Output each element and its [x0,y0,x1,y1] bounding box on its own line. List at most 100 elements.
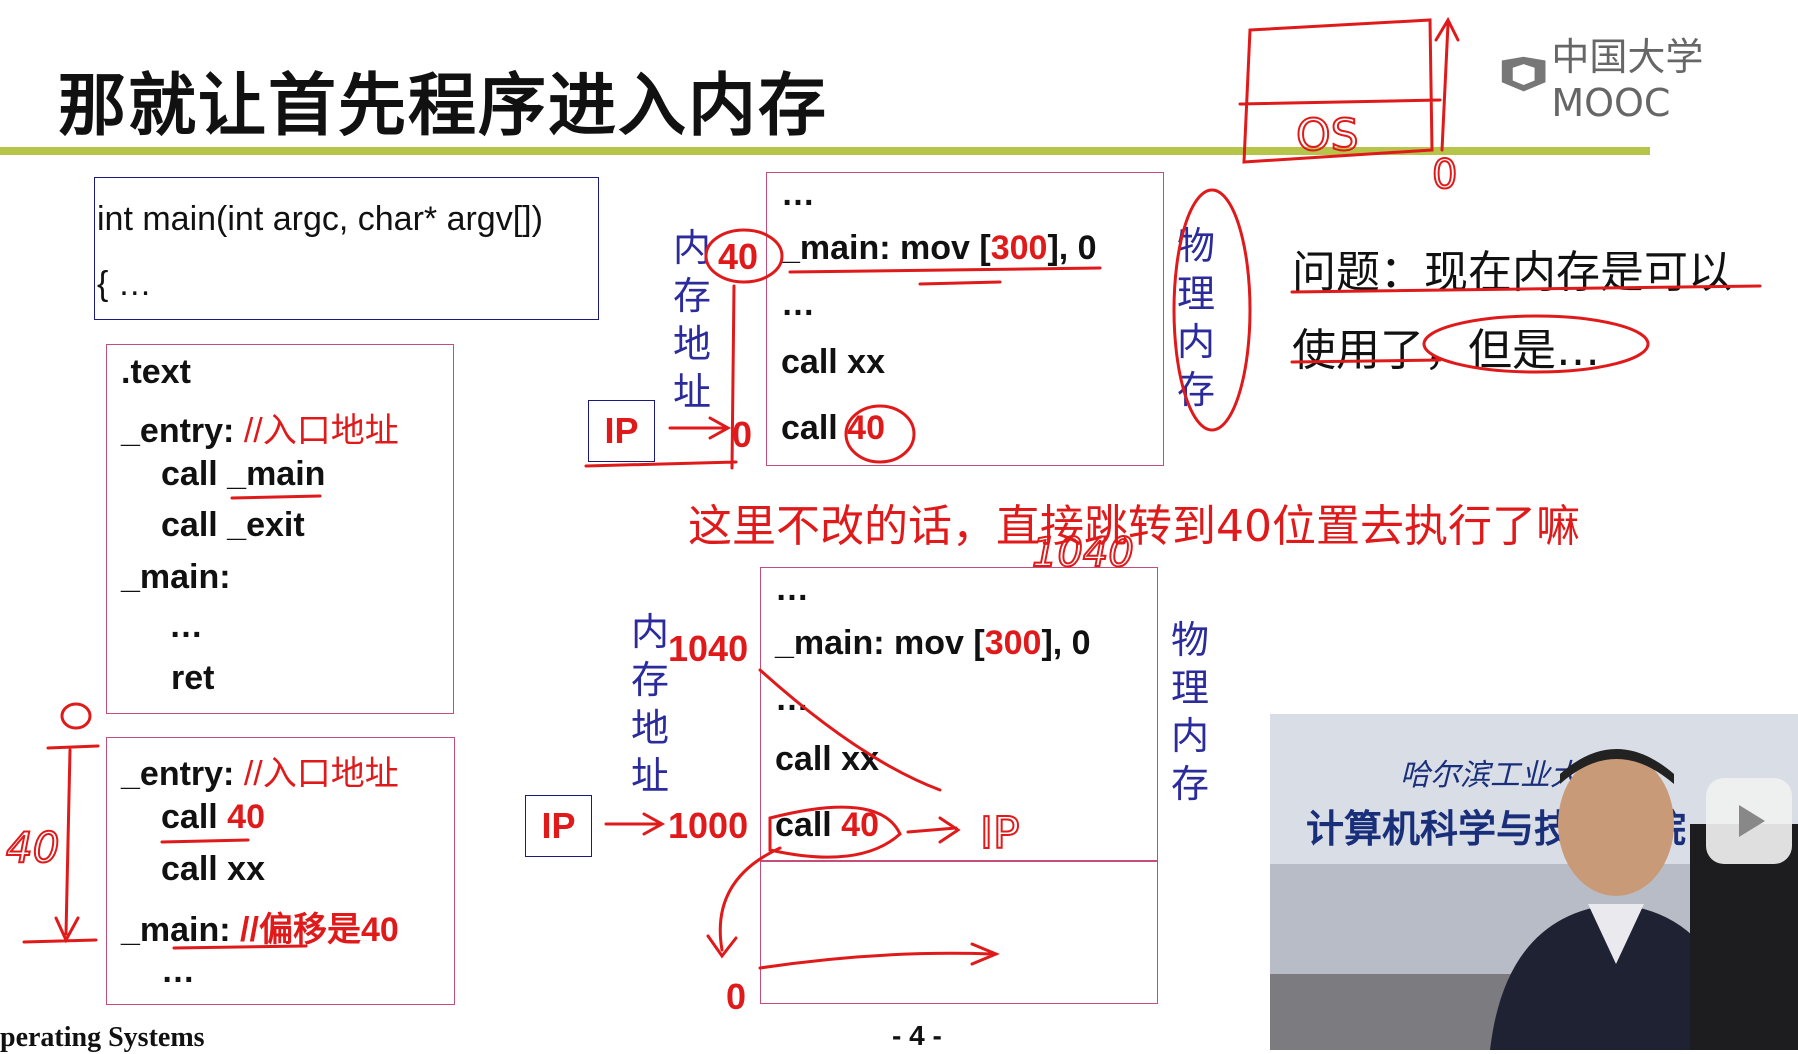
mem-top-call-xx: call xx [781,343,885,381]
ink-measure-40 [22,744,100,944]
mem-bottom-addr-1000: 1000 [668,805,749,846]
mem-bottom-call-prefix: call [775,806,842,844]
asm-bottom-main: _main: //偏移是40 [121,902,399,951]
mem-bottom-side-right-2: 内 [1170,714,1209,758]
mem-bottom-side-right-3: 存 [1170,762,1209,806]
mem-top-main-line: _main: mov [300], 0 [781,229,1097,268]
ink-zero-left-circle [60,702,92,730]
asm-bottom-entry: _entry: //入口地址 [121,746,399,795]
ink-zero-left: 0 [60,725,61,727]
ink-arrow-zero [758,942,1000,970]
mem-top-dots-2: … [781,285,815,323]
asm-top-entry: _entry: //入口地址 [121,403,399,452]
asm-top-entry-label: _entry: [121,412,244,450]
mem-bottom-main-addr: 300 [984,624,1042,662]
ink-curve-1040 [758,668,942,792]
asm-bottom-call-value: 40 [227,798,265,836]
lecturer-video: 哈尔滨工业大 计算机科学与技术学院 [1270,714,1798,1050]
asm-bottom-call-xx: call xx [161,850,265,888]
ink-underline-main [788,266,1102,286]
ip-box-bottom: IP [525,795,592,857]
mem-bottom-side-left-0: 内 [630,610,669,654]
play-icon [1739,805,1765,837]
mem-bottom-divider [761,860,1157,862]
mem-top-side-left-2: 地 [672,322,711,366]
asm-top-main-label: _main: [121,558,231,596]
mem-bottom-side-right-0: 物 [1170,618,1209,662]
ink-forty-left: 40 [6,823,59,872]
mem-bottom-side-left-3: 址 [630,754,669,798]
memory-box-bottom: … _main: mov [300], 0 … call xx call 40 [760,567,1158,1004]
ink-underline-call-main [230,494,322,500]
handwritten-note: 这里不改的话，直接跳转到40位置去执行了嘛 [688,501,1580,552]
mem-bottom-main-suffix: ], 0 [1041,624,1091,662]
ip-box-top: IP [588,400,655,462]
mem-top-side-left-0: 内 [672,226,711,270]
mem-top-call-40: call 40 [781,409,885,448]
footer-course-name: perating Systems [0,1022,205,1053]
slide-title: 那就让首先程序进入内存 [58,67,829,146]
play-button[interactable] [1706,778,1792,864]
asm-box-top: .text _entry: //入口地址 call _main call _ex… [106,344,454,714]
title-divider [0,147,1650,155]
ink-curve-down [706,846,782,959]
mem-bottom-side-left-1: 存 [630,658,669,702]
ink-hand-ip: IP [980,808,1020,859]
mem-top-addr-40: 40 [718,236,759,277]
mem-top-addr-0: 0 [732,414,753,455]
asm-bottom-entry-label: _entry: [121,755,244,793]
ink-circle-call40 [844,404,916,464]
ink-underline-call40-left [160,838,308,950]
mem-top-side-right-2: 内 [1176,320,1215,364]
ink-bracket-left [584,284,738,470]
mem-top-main-prefix: _main: mov [ [781,229,991,267]
ink-hand-1040: 1040 [1032,530,1134,576]
ink-circle-40 [704,228,784,284]
lecturer-figure [1270,749,1798,1050]
mem-top-side-left-3: 址 [672,370,711,414]
asm-top-call-main: call _main [161,455,326,493]
mem-top-main-suffix: ], 0 [1047,229,1097,267]
asm-bottom-call-prefix: call [161,798,228,836]
mem-bottom-addr-0: 0 [726,976,747,1017]
c-code-box: int main(int argc, char* argv[]) { … [94,177,599,320]
ink-circle-side [1172,188,1252,432]
mem-top-dots-1: … [781,175,815,213]
asm-bottom-call-40: call 40 [161,798,265,837]
asm-top-call-exit: call _exit [161,506,305,544]
asm-box-bottom: _entry: //入口地址 call 40 call xx _main: //… [106,737,455,1005]
ink-os-box [1238,18,1442,164]
video-banner-top: 哈尔滨工业大 [1400,758,1580,793]
mem-bottom-call-xx: call xx [775,740,879,778]
ink-underline-question [1290,284,1762,364]
footer-page-number: - 4 - [892,1020,942,1051]
mem-bottom-dots-1: … [775,570,809,608]
mem-top-side-right-1: 理 [1176,272,1215,316]
ink-circle-question [1422,314,1650,374]
c-code-line-1: int main(int argc, char* argv[]) [97,200,543,238]
ink-zero-top: 0 [1432,152,1457,198]
asm-top-ellipsis: … [169,607,203,645]
mem-top-call-prefix: call [781,409,848,447]
mem-bottom-main-line: _main: mov [300], 0 [775,624,1091,663]
mem-bottom-main-prefix: _main: mov [ [775,624,985,662]
mem-top-main-addr: 300 [990,229,1048,267]
ink-arrow-ip-bottom-box [604,812,666,836]
ink-os-arrow [1434,16,1460,152]
mem-bottom-addr-1040: 1040 [668,628,749,669]
mem-bottom-side-right: 物 理 内 存 [1170,616,1210,808]
mem-bottom-side-right-1: 理 [1170,666,1209,710]
memory-box-top: … _main: mov [300], 0 … call xx call 40 [766,172,1164,466]
asm-bottom-main-label: _main: [121,911,241,949]
asm-top-ret: ret [171,659,215,697]
mooc-logo-text: 中国大学MOOC [1551,34,1704,125]
asm-bottom-ellipsis: … [161,952,195,990]
mem-top-side-left: 内 存 地 址 [672,224,712,416]
asm-bottom-main-comment: //偏移是40 [240,911,399,949]
ink-os-label: OS [1296,110,1359,161]
mem-bottom-side-left: 内 存 地 址 [630,608,670,800]
c-code-line-2: { … [97,265,152,303]
mem-bottom-side-left-2: 地 [630,706,669,750]
mem-top-side-left-1: 存 [672,274,711,318]
asm-bottom-entry-comment: //入口地址 [243,755,399,793]
